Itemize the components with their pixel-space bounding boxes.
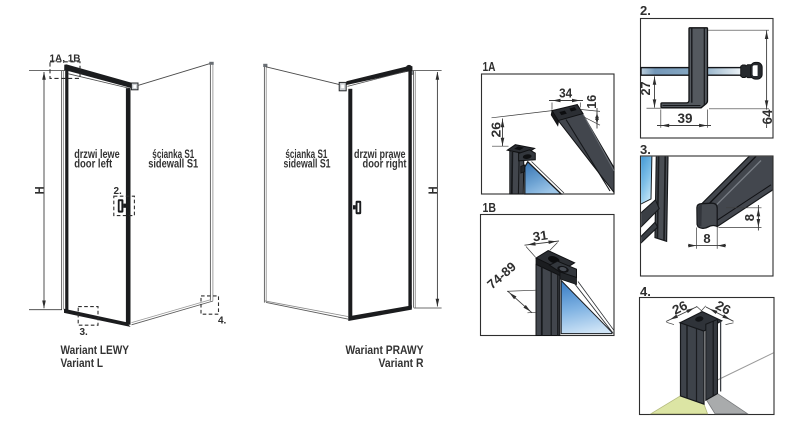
svg-text:4.: 4. (640, 284, 651, 299)
svg-text:1B: 1B (483, 200, 497, 215)
svg-text:16: 16 (585, 95, 599, 109)
svg-text:Variant R: Variant R (379, 356, 424, 370)
svg-text:8: 8 (703, 231, 710, 246)
svg-text:26: 26 (670, 298, 690, 318)
svg-text:door left: door left (74, 158, 112, 170)
svg-text:sidewall S1: sidewall S1 (148, 158, 198, 170)
svg-text:drzwi lewe: drzwi lewe (74, 149, 120, 161)
svg-text:Wariant LEWY: Wariant LEWY (61, 343, 130, 357)
svg-text:H: H (426, 186, 440, 194)
svg-text:door right: door right (363, 158, 407, 170)
svg-text:34: 34 (559, 86, 573, 101)
svg-text:Variant L: Variant L (61, 356, 104, 370)
svg-text:26: 26 (713, 298, 733, 318)
svg-text:31: 31 (532, 227, 549, 244)
svg-text:drzwi prawe: drzwi prawe (354, 149, 406, 161)
svg-text:27: 27 (638, 82, 653, 96)
svg-text:3.: 3. (80, 327, 89, 338)
svg-text:8: 8 (742, 214, 757, 221)
svg-text:2.: 2. (114, 186, 123, 197)
svg-text:39: 39 (678, 111, 693, 126)
svg-text:ścianka S1: ścianka S1 (285, 149, 327, 161)
svg-text:4.: 4. (218, 315, 227, 326)
svg-text:Wariant PRAWY: Wariant PRAWY (346, 343, 424, 357)
svg-text:H: H (33, 186, 47, 194)
svg-text:1A: 1A (483, 59, 496, 74)
svg-text:64: 64 (760, 109, 775, 124)
svg-text:2.: 2. (640, 3, 651, 18)
svg-text:ścianka S1: ścianka S1 (152, 149, 194, 161)
svg-text:sidewall S1: sidewall S1 (284, 158, 331, 170)
svg-text:3.: 3. (640, 142, 651, 157)
svg-text:26: 26 (489, 122, 504, 138)
svg-text:1A, 1B: 1A, 1B (50, 53, 81, 65)
